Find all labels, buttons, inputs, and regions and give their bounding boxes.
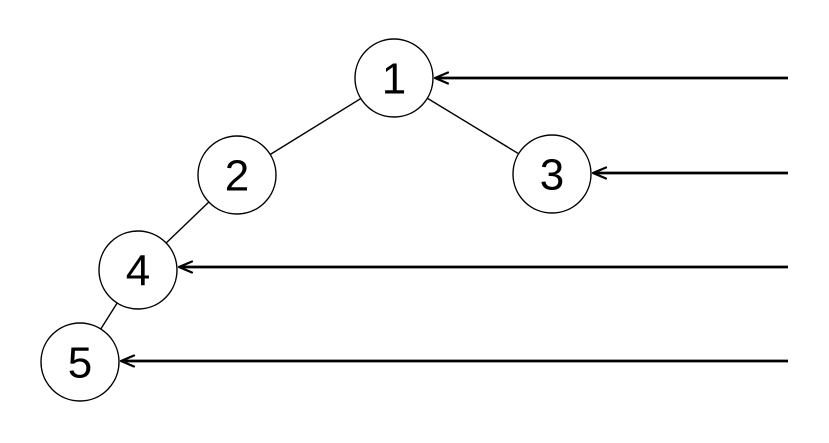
node-1-circle [354,38,434,118]
arrowhead [591,166,608,180]
node-3-circle [512,134,592,214]
incoming-arrow-to-node-3 [591,166,788,180]
node-4-circle [98,230,178,310]
incoming-arrow-to-node-5 [119,354,788,368]
arrowhead [119,354,136,368]
node-1-label: 1 [382,54,406,103]
arrowhead [433,71,450,85]
node-4: 4 [98,230,178,310]
node-3-label: 3 [540,150,564,199]
node-5-label: 5 [68,338,92,387]
node-3: 3 [512,134,592,214]
node-2-label: 2 [225,151,249,200]
node-2: 2 [197,135,277,215]
arrowhead [177,260,194,274]
node-5: 5 [40,322,120,402]
incoming-arrow-to-node-1 [433,71,788,85]
node-2-circle [197,135,277,215]
node-1: 1 [354,38,434,118]
node-5-circle [40,322,120,402]
tree-nodes: 1 2 3 4 5 [40,38,592,402]
tree-edges [79,77,553,363]
incoming-arrow-to-node-4 [177,260,788,274]
node-4-label: 4 [126,246,150,295]
